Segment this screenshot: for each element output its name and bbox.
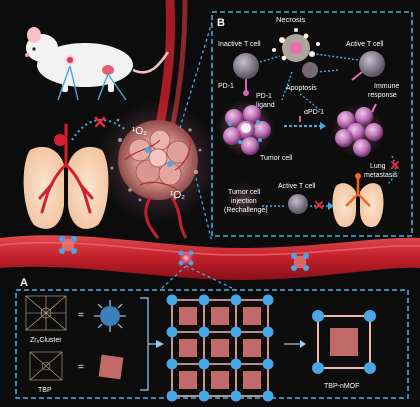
lung-metastasis-label-2: metastasis xyxy=(364,172,398,179)
inactive-t-cell xyxy=(233,53,259,79)
panel-b: B Necrosis Inactive T cell Active T cell… xyxy=(211,11,413,237)
pd1-label: PD-1 xyxy=(218,83,234,90)
tbp-label: TBP xyxy=(38,387,52,394)
immune-label-2: response xyxy=(368,92,397,99)
active-t-cell xyxy=(359,51,385,77)
tumor-cell-cluster-right xyxy=(331,103,385,157)
mof-node xyxy=(262,326,274,338)
zr6-label: Zr₆Cluster xyxy=(30,337,62,344)
zr6-structure xyxy=(25,295,67,331)
mof-lattice xyxy=(166,294,274,402)
panel-b-letter: B xyxy=(217,17,225,29)
callout-lines xyxy=(179,21,213,243)
lung-metastasis-label-1: Lung xyxy=(370,163,386,170)
active-t-cell-2-label: Active T cell xyxy=(278,183,316,190)
necrosis-label: Necrosis xyxy=(276,15,305,24)
rechallenge-cell xyxy=(226,182,262,218)
mof-node xyxy=(166,358,178,370)
mof-linker xyxy=(211,339,229,357)
mof-linker xyxy=(243,371,261,389)
mof-node xyxy=(166,390,178,402)
mof-node xyxy=(230,326,242,338)
mof-node xyxy=(230,294,242,306)
mof-node xyxy=(166,326,178,338)
apoptosis-cell xyxy=(302,62,318,78)
singlet-oxygen-label-2: ¹O₂ xyxy=(170,190,185,201)
mouse-arrows xyxy=(57,65,127,101)
mof-linker xyxy=(179,339,197,357)
panel-a-letter: A xyxy=(20,277,28,289)
inactive-t-cell-label: Inactive T cell xyxy=(218,41,261,48)
tumor-cell-cluster-left xyxy=(218,100,274,156)
tbp-linker xyxy=(98,354,124,380)
apoptosis-label: Apoptosis xyxy=(286,85,317,92)
immune-label-1: Immune xyxy=(374,83,399,90)
mof-node xyxy=(198,326,210,338)
pd1-ligand-label-2: ligand xyxy=(256,102,275,109)
active-t-cell-2 xyxy=(288,194,308,214)
injection-label-3: (Rechallenge) xyxy=(224,207,268,214)
mof-node xyxy=(262,358,274,370)
panel-a: A Zr₆Cluster = TBP = xyxy=(15,277,409,402)
tbp-structure xyxy=(29,351,63,381)
alpha-pd1-label: αPD-1 xyxy=(304,109,324,116)
mof-linker xyxy=(243,339,261,357)
nmof-particles-in-vessel xyxy=(59,236,309,271)
equals-2: = xyxy=(78,362,84,373)
mof-node xyxy=(262,390,274,402)
tumor-mass xyxy=(96,100,220,224)
equals-1: = xyxy=(78,310,84,321)
mof-linker xyxy=(211,371,229,389)
mof-linker xyxy=(179,371,197,389)
bracket xyxy=(140,297,156,391)
injection-label-1: Tumor cell xyxy=(228,189,261,196)
active-t-cell-label: Active T cell xyxy=(346,41,384,48)
necrosis-cells xyxy=(272,28,320,62)
mof-linker xyxy=(211,307,229,325)
mof-node xyxy=(198,390,210,402)
singlet-oxygen-label-1: ¹O₂ xyxy=(132,126,147,137)
tbp-nmof-product xyxy=(312,310,376,374)
mof-node xyxy=(198,358,210,370)
block-x-icon xyxy=(94,116,106,128)
mof-node xyxy=(166,294,178,306)
mof-node xyxy=(198,294,210,306)
tumor-branch-vessel xyxy=(144,197,188,239)
mof-node xyxy=(230,390,242,402)
lung-metastasis-illustration xyxy=(332,173,384,228)
tumor-cell-label: Tumor cell xyxy=(260,155,293,162)
mof-node xyxy=(230,358,242,370)
mof-linker xyxy=(179,307,197,325)
mof-node xyxy=(262,294,274,306)
zr6-cluster-node xyxy=(94,300,126,332)
injection-label-2: injection xyxy=(231,198,257,205)
mof-linker xyxy=(243,307,261,325)
pd1-ligand-label-1: PD-1 xyxy=(256,93,272,100)
tbp-nmof-label: TBP-nMOF xyxy=(324,383,359,390)
panel-b-arrows-top xyxy=(259,53,359,111)
